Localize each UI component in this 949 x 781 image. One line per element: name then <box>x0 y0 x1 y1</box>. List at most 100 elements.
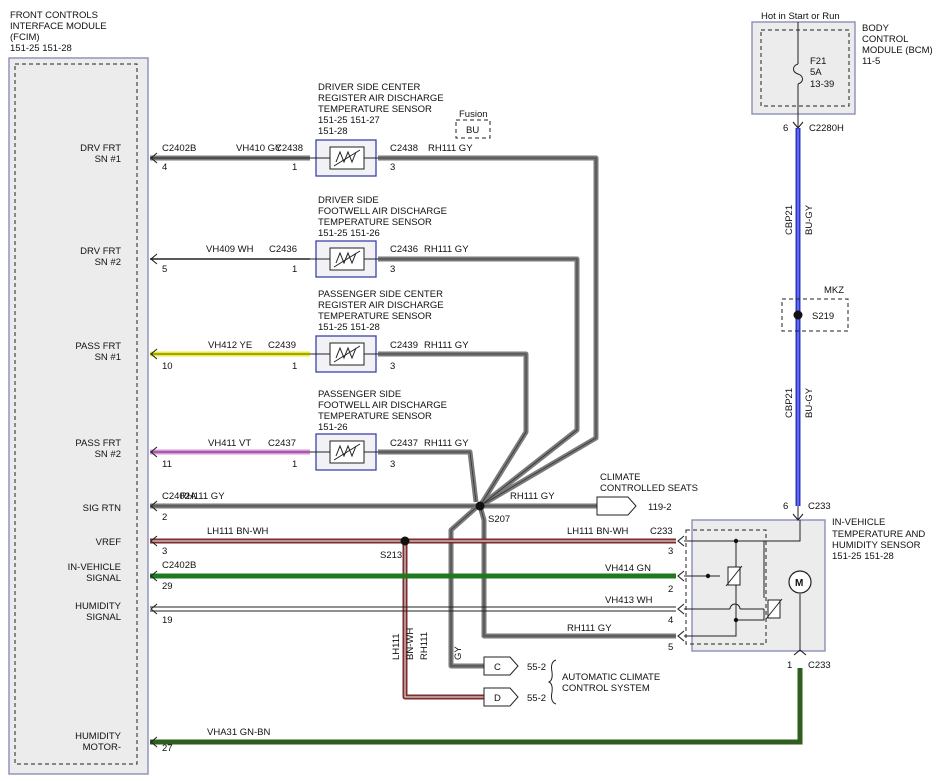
seats-label-2: CONTROLLED SEATS <box>600 483 698 494</box>
sensor3-pages: 151-25 151-28 <box>318 322 380 333</box>
accs-callout: C 55-2 D 55-2 AUTOMATIC CLIMATE CONTROL … <box>483 656 660 707</box>
ivths-bot-conn: C233 <box>808 660 831 671</box>
bcm-dashed-outline <box>760 29 850 107</box>
fusion-callout: Fusion BU <box>455 109 491 139</box>
conn-sigrtn: C2402A <box>162 491 197 502</box>
sigrtn-wire-label-right: RH111 GY <box>510 491 555 502</box>
pin-num-invehicle: 29 <box>162 581 173 592</box>
pin-label-invehicle-b: SIGNAL <box>86 573 121 584</box>
pin-label-sigrtn: SIG RTN <box>83 503 121 514</box>
cbp21-wire-label-top: CBP21 <box>784 205 795 235</box>
bcm-fuse-page: 13-39 <box>810 79 834 90</box>
splice-s213-label: S213 <box>380 550 402 561</box>
wire-rh111-returns-outline <box>378 157 597 507</box>
fcim-pin-numbers: 4 C2402B 5 10 11 2 C2402A 3 29 C2402B 19… <box>162 143 197 754</box>
sensor2-pin-in: 1 <box>292 264 297 275</box>
bcm-box <box>751 21 856 115</box>
sensor2-conn-in: C2436 <box>269 244 297 255</box>
accs-d-page: 55-2 <box>527 693 546 704</box>
accs-brace <box>547 659 557 705</box>
mkz-label: MKZ <box>824 285 844 296</box>
pin-label-humsig-a: HUMIDITY <box>75 601 122 612</box>
fcim-title-1: FRONT CONTROLS <box>10 10 98 21</box>
sensor4-wire-out: RH111 GY <box>424 438 469 449</box>
ivths-dashed-outline <box>685 529 767 645</box>
bcm-conn: C2280H <box>809 123 844 134</box>
accs-vert-label-4: GY <box>453 646 464 660</box>
ivths-pages: 151-25 151-28 <box>832 551 894 562</box>
pin-num-pass2: 11 <box>162 459 172 470</box>
accs-vert-label-1: LH111 <box>391 633 402 660</box>
accs-label-1: AUTOMATIC CLIMATE <box>562 672 660 683</box>
bcm-hot-label: Hot in Start or Run <box>761 11 840 22</box>
pin-label-pass1-a: PASS FRT <box>75 341 121 352</box>
sensor3-wire-in: VH412 YE <box>208 340 252 351</box>
ivths-name-1: IN-VEHICLE <box>832 517 885 528</box>
fuse-icon <box>793 63 803 85</box>
ivths-name-3: HUMIDITY SENSOR <box>832 540 921 551</box>
ivths-top-arrow <box>792 513 804 521</box>
accs-vert-label-2: BN-WH <box>405 628 416 660</box>
splice-s213 <box>400 536 410 546</box>
sensor2-wire-out: RH111 GY <box>424 244 469 255</box>
bcm-amps: 5A <box>810 67 822 78</box>
pin-num-humsig: 19 <box>162 615 173 626</box>
ivths-pin-3: 3 <box>668 546 673 557</box>
ivths-pin-2: 2 <box>668 584 673 595</box>
fcim-pages: 151-25 151-28 <box>10 43 72 54</box>
sensor3-title-2: REGISTER AIR DISCHARGE <box>318 300 444 311</box>
sensor2-title-1: DRIVER SIDE <box>318 195 379 206</box>
accs-c-page: 55-2 <box>527 662 546 673</box>
motor-icon <box>788 570 812 594</box>
sensor4-title-3: TEMPERATURE SENSOR <box>318 411 432 422</box>
bcm-name-2: CONTROL <box>862 34 908 45</box>
bcm-pages: 11-5 <box>862 56 880 67</box>
mkz-callout: MKZ S219 <box>781 285 849 332</box>
fusion-code: BU <box>466 125 479 136</box>
fusion-label: Fusion <box>459 109 488 120</box>
bcm-name-3: MODULE (BCM) <box>862 45 933 56</box>
wire-gy-branches <box>448 504 676 669</box>
accs-vert-label-3: RH111 <box>419 632 430 660</box>
ivths-name-2: TEMPERATURE AND <box>832 529 925 540</box>
sensor2-pin-out: 3 <box>390 264 395 275</box>
ivths-pin-4: 4 <box>668 615 673 626</box>
sensor1-title-3: TEMPERATURE SENSOR <box>318 104 432 115</box>
cbp21-color-label-bottom: BU-GY <box>804 387 815 418</box>
sensor3-pin-out: 3 <box>390 361 395 372</box>
splice-s207 <box>475 501 485 511</box>
fcim-dashed-outline <box>14 63 138 765</box>
sensor1-conn-out: C2438 <box>390 143 418 154</box>
pin-label-vref: VREF <box>96 537 122 548</box>
humsig-wire-label: VH413 WH <box>605 595 653 606</box>
sensor3-title-3: TEMPERATURE SENSOR <box>318 311 432 322</box>
ivths-module: IN-VEHICLE TEMPERATURE AND HUMIDITY SENS… <box>668 501 925 671</box>
bcm-fuse: F21 <box>810 56 826 67</box>
pin-num-drv1: 4 <box>162 162 167 173</box>
sensor4-conn-in: C2437 <box>268 438 296 449</box>
fcim-module: FRONT CONTROLS INTERFACE MODULE (FCIM) 1… <box>8 10 149 775</box>
bcm-pin: 6 <box>783 123 788 134</box>
sensor4-wire-in: VH411 VT <box>208 438 251 449</box>
ivths-top-pin: 6 <box>783 501 788 512</box>
sensor2-wire-in: VH409 WH <box>206 244 254 255</box>
pin-num-hummotor: 27 <box>162 743 173 754</box>
rh-bottom-wire-label: RH111 GY <box>567 623 612 634</box>
wire-vref <box>150 538 676 700</box>
seats-label-1: CLIMATE <box>600 472 640 483</box>
splice-s219 <box>793 310 803 320</box>
seats-page: 119-2 <box>648 502 672 513</box>
splice-s207-label: S207 <box>488 514 510 525</box>
sensor4-pin-in: 1 <box>292 459 297 470</box>
accs-d-label: D <box>494 693 501 704</box>
sensor1-title-1: DRIVER SIDE CENTER <box>318 82 421 93</box>
cbp21-color-label-top: BU-GY <box>804 204 815 235</box>
fusion-box <box>455 119 491 139</box>
accs-connector-c <box>483 656 519 676</box>
pin-label-drv2-a: DRV FRT <box>80 246 121 257</box>
pin-label-hummotor-b: MOTOR- <box>83 742 121 753</box>
fcim-title-2: INTERFACE MODULE <box>10 21 107 32</box>
bcm-module: Hot in Start or Run F21 5A 13-39 BODY CO… <box>751 11 933 134</box>
sensor2-title-3: TEMPERATURE SENSOR <box>318 217 432 228</box>
seats-callout: CLIMATE CONTROLLED SEATS 119-2 <box>596 472 698 516</box>
